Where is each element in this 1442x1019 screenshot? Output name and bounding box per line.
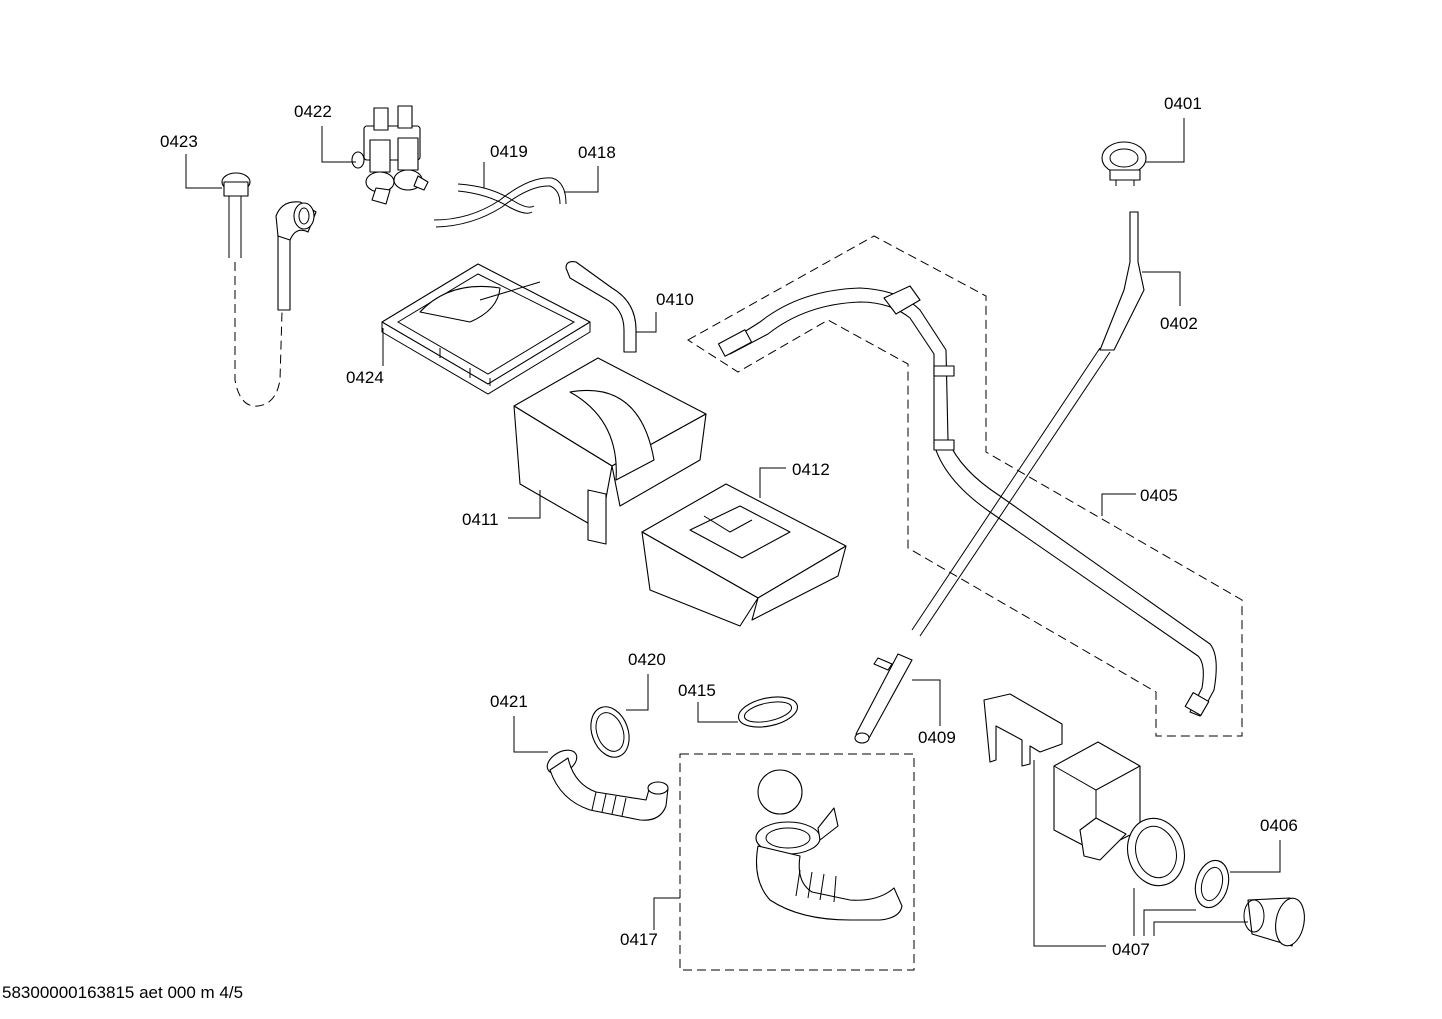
inlet-valve-drawing xyxy=(351,105,429,205)
label-0402: 0402 xyxy=(1160,314,1198,333)
label-0421: 0421 xyxy=(490,692,528,711)
leader-lines xyxy=(185,118,1281,947)
pressure-switch-drawing xyxy=(1101,141,1147,186)
pressure-tube-drawing xyxy=(911,211,1145,637)
inlet-hose-drawing xyxy=(221,172,317,407)
label-0418: 0418 xyxy=(578,143,616,162)
label-0415: 0415 xyxy=(678,681,716,700)
label-0420: 0420 xyxy=(628,650,666,669)
label-0411: 0411 xyxy=(462,510,499,529)
label-0406: 0406 xyxy=(1260,816,1298,835)
drawing-reference-footer: 58300000163815 aet 000 m 4/5 xyxy=(2,983,243,1002)
label-0422: 0422 xyxy=(294,102,332,121)
label-0412: 0412 xyxy=(792,460,830,479)
label-0407: 0407 xyxy=(1112,940,1150,959)
label-0423: 0423 xyxy=(160,132,198,151)
seals-drawing xyxy=(590,696,799,758)
drain-pump-drawing xyxy=(983,693,1185,887)
sump-hose-drawing xyxy=(546,749,669,821)
drawer-housing-drawing xyxy=(513,357,707,545)
label-0424: 0424 xyxy=(346,368,384,387)
label-0419: 0419 xyxy=(490,142,528,161)
pump-filter-drawing xyxy=(1194,859,1305,947)
elbow-hose-drawing xyxy=(565,261,637,353)
small-hoses-drawing xyxy=(433,177,567,228)
hose-assembly-drawing xyxy=(687,235,1243,737)
dispenser-cover-drawing xyxy=(381,263,591,395)
air-trap-drawing xyxy=(854,653,913,744)
detergent-drawer-drawing xyxy=(641,483,847,627)
label-0405: 0405 xyxy=(1140,486,1178,505)
label-0417: 0417 xyxy=(620,930,658,949)
sump-assembly-drawing xyxy=(679,753,915,971)
label-0409: 0409 xyxy=(918,728,956,747)
label-0401: 0401 xyxy=(1164,94,1202,113)
label-0410: 0410 xyxy=(656,290,694,309)
